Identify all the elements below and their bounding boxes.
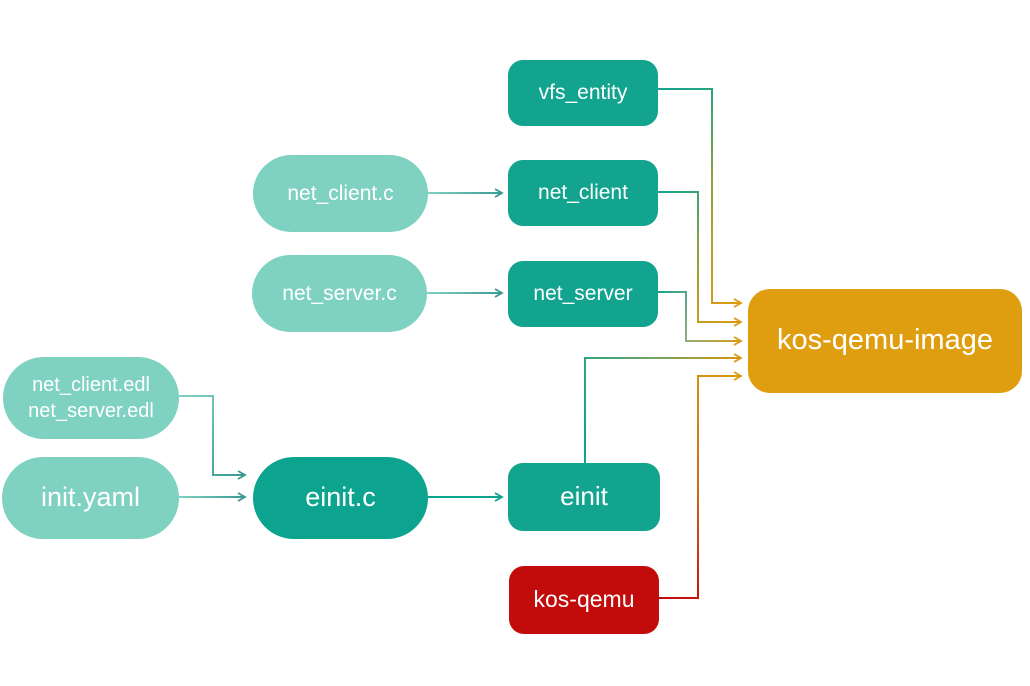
node-label: net_client.c bbox=[287, 181, 394, 205]
node-label: net_server.c bbox=[282, 281, 397, 305]
node-net-server: net_server bbox=[508, 261, 658, 327]
node-label: kos-qemu-image bbox=[777, 324, 993, 357]
node-einit: einit bbox=[508, 463, 660, 531]
edge-einit-to-kos-qemu-image bbox=[584, 353, 743, 463]
node-net-client-c: net_client.c bbox=[253, 155, 428, 232]
node-kos-qemu-image: kos-qemu-image bbox=[748, 289, 1022, 393]
node-label: vfs_entity bbox=[538, 81, 628, 105]
node-vfs-entity: vfs_entity bbox=[508, 60, 658, 126]
node-net-server-c: net_server.c bbox=[252, 255, 427, 332]
edge-net-client-to-kos-qemu-image bbox=[658, 191, 743, 327]
node-edl-files: net_client.edl net_server.edl bbox=[3, 357, 179, 439]
node-label: einit bbox=[560, 481, 608, 512]
node-einit-c: einit.c bbox=[253, 457, 428, 539]
node-init-yaml: init.yaml bbox=[2, 457, 179, 539]
node-label: init.yaml bbox=[40, 482, 141, 513]
node-label-line1: net_client.edl bbox=[32, 374, 150, 396]
node-label: kos-qemu bbox=[533, 586, 635, 613]
node-label: net_client bbox=[538, 181, 628, 205]
edge-vfs-entity-to-kos-qemu-image bbox=[658, 88, 743, 308]
node-kos-qemu: kos-qemu bbox=[509, 566, 659, 634]
node-label-line2: net_server.edl bbox=[28, 400, 154, 422]
edge-edl-files-to-einit-c bbox=[179, 395, 247, 480]
edge-net-server-to-kos-qemu-image bbox=[658, 291, 743, 346]
node-net-client: net_client bbox=[508, 160, 658, 226]
edge-kos-qemu-to-kos-qemu-image bbox=[659, 371, 743, 599]
node-label: einit.c bbox=[305, 482, 376, 513]
node-label: net_server bbox=[533, 282, 633, 306]
